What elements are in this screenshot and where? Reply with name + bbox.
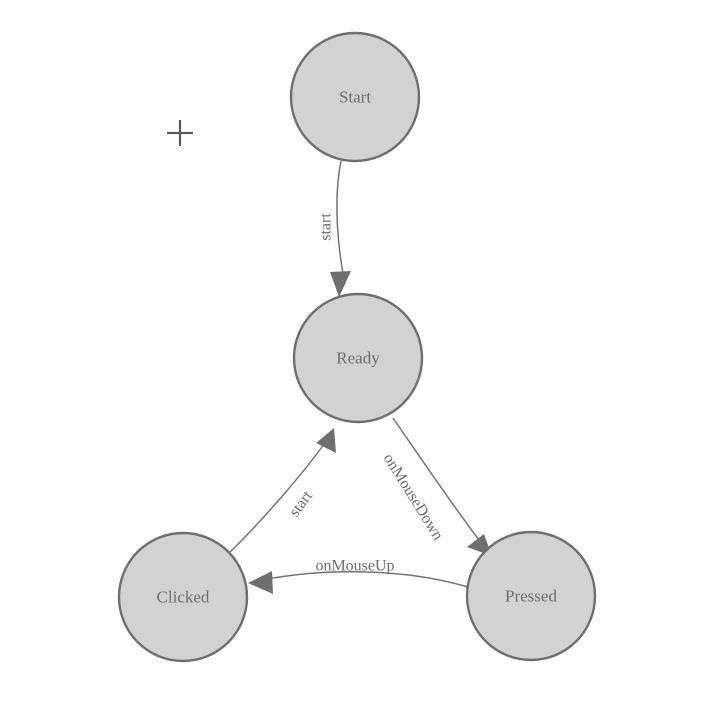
edge-clicked-to-ready[interactable]: start [228, 428, 336, 554]
node-label-pressed: Pressed [505, 587, 557, 606]
arrowhead-icon [330, 271, 351, 297]
edge-line [261, 571, 469, 588]
node-circle[interactable] [117, 531, 249, 663]
crosshair-marker [167, 120, 193, 146]
edge-label-start-to-ready: start [318, 213, 335, 241]
edge-pressed-to-clicked[interactable]: onMouseUp [248, 558, 469, 595]
node-ready[interactable]: Ready [292, 292, 424, 424]
arrowhead-icon [248, 571, 273, 594]
node-circle[interactable] [289, 31, 421, 163]
edge-label-clicked-to-ready: start [286, 487, 316, 520]
node-start[interactable]: Start [289, 31, 421, 163]
node-label-clicked: Clicked [157, 588, 210, 607]
node-label-start: Start [339, 88, 371, 107]
edge-line [392, 417, 484, 546]
edge-label-pressed-to-clicked: onMouseUp [315, 558, 394, 575]
node-label-ready: Ready [336, 349, 380, 368]
node-circle[interactable] [292, 292, 424, 424]
node-circle[interactable] [465, 530, 597, 662]
edge-start-to-ready[interactable]: start [318, 160, 352, 297]
edge-line [336, 160, 346, 285]
arrowhead-icon [316, 428, 336, 453]
node-clicked[interactable]: Clicked [117, 531, 249, 663]
edge-label-ready-to-pressed: onMouseDown [380, 451, 447, 544]
node-pressed[interactable]: Pressed [465, 530, 597, 662]
edge-ready-to-pressed[interactable]: onMouseDown [380, 417, 492, 556]
edge-line [228, 439, 328, 554]
